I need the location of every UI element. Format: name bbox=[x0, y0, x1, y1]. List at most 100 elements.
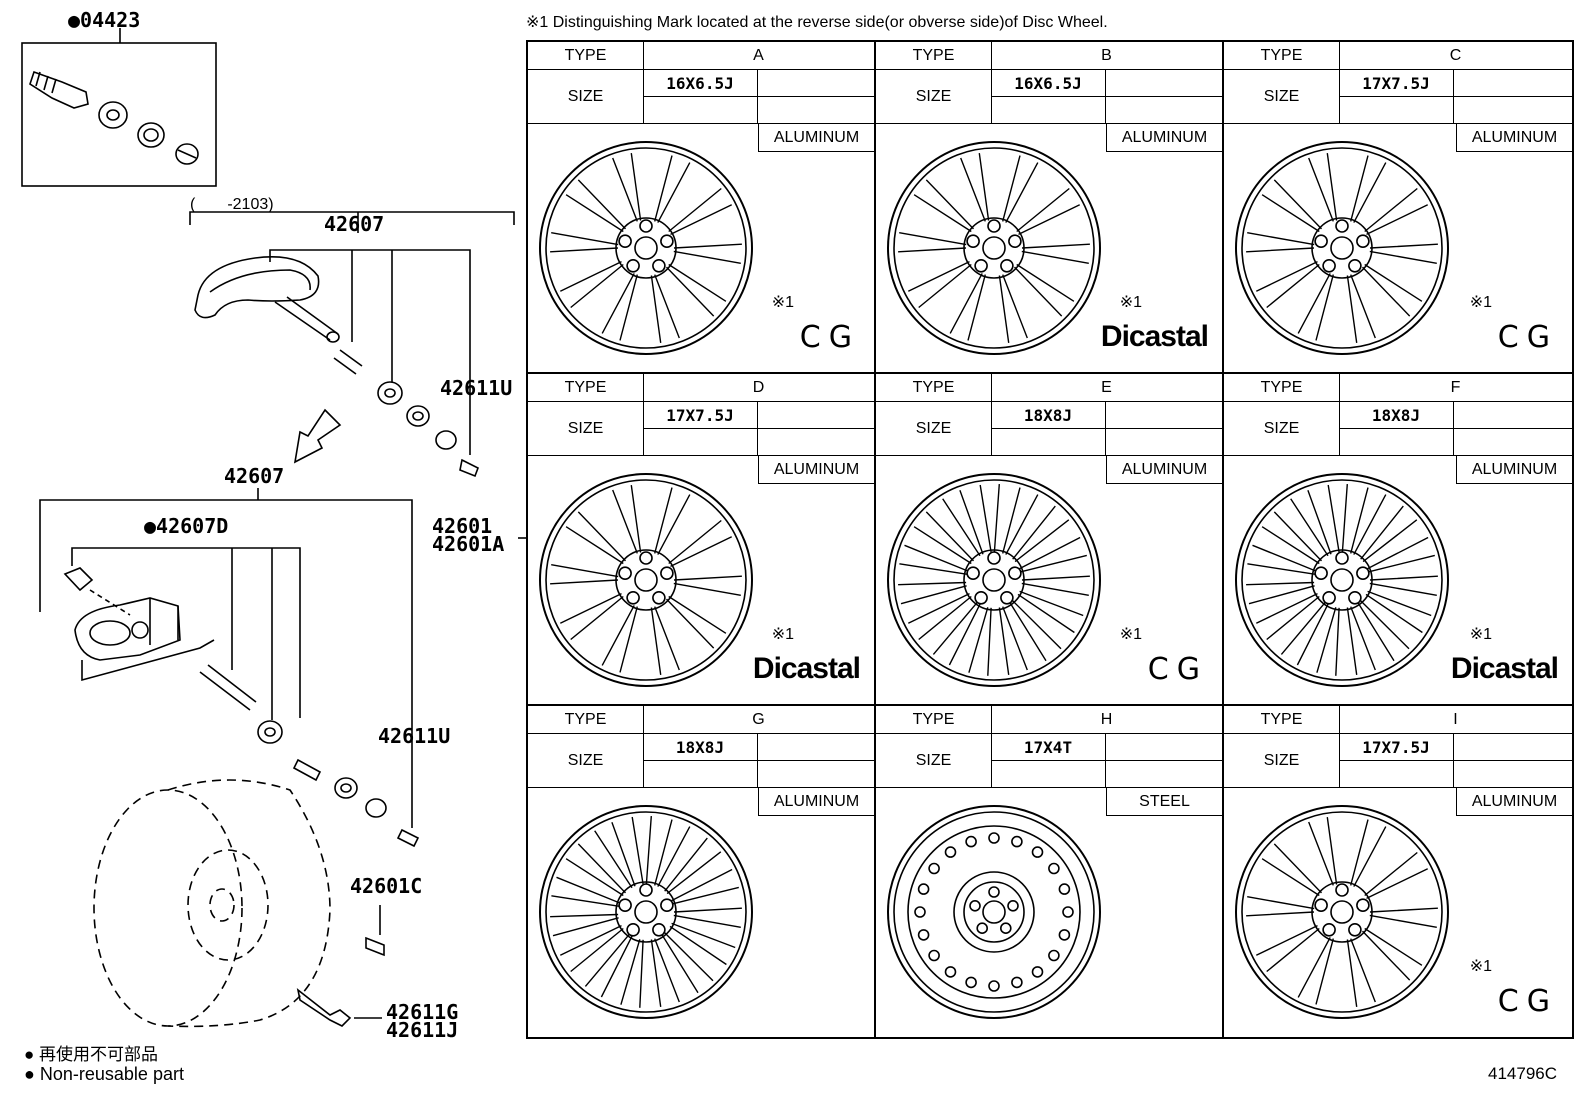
size-blank bbox=[991, 97, 1106, 124]
alloy-wheel-icon bbox=[887, 473, 1101, 687]
type-value: D bbox=[752, 378, 765, 396]
part-42611u-bottom-label: 42611U bbox=[378, 724, 451, 748]
type-value: B bbox=[1101, 46, 1112, 64]
part-42601-label: 42601 bbox=[432, 514, 493, 538]
tpms-sensor-top-icon bbox=[194, 256, 480, 478]
brand-mark: CG bbox=[1497, 984, 1558, 1019]
type-value: G bbox=[752, 710, 765, 728]
distinguishing-mark: ※1 bbox=[771, 626, 794, 643]
tpms-exploded-drawing bbox=[21, 28, 526, 1028]
material-value: ALUMINUM bbox=[1456, 124, 1572, 152]
material-value: ALUMINUM bbox=[1456, 788, 1572, 816]
distinguishing-mark: ※1 bbox=[1469, 626, 1492, 643]
part-42611u-top-label: 42611U bbox=[440, 376, 513, 400]
arrow-down-icon bbox=[293, 408, 342, 464]
alloy-wheel-icon bbox=[539, 473, 753, 687]
material-value: ALUMINUM bbox=[1106, 456, 1222, 484]
size-label: SIZE bbox=[1224, 70, 1340, 123]
type-label: TYPE bbox=[876, 374, 992, 401]
material-value: ALUMINUM bbox=[758, 788, 874, 816]
size-blank bbox=[758, 70, 874, 97]
distinguishing-mark: ※1 bbox=[771, 294, 794, 311]
size-value: 17X7.5J bbox=[643, 402, 758, 429]
size-value: 18X8J bbox=[643, 734, 758, 761]
type-value: E bbox=[1101, 378, 1112, 396]
distinguishing-mark-note: ※1 Distinguishing Mark located at the re… bbox=[526, 14, 1108, 31]
part-42607-bottom-label: 42607 bbox=[224, 464, 285, 488]
type-value: A bbox=[753, 46, 764, 64]
material-value: STEEL bbox=[1106, 788, 1222, 816]
valve-cap-icon bbox=[365, 936, 385, 957]
alloy-wheel-icon bbox=[1235, 473, 1449, 687]
size-blank bbox=[1339, 429, 1454, 456]
size-blank bbox=[991, 429, 1106, 456]
type-label: TYPE bbox=[1224, 42, 1340, 69]
type-label: TYPE bbox=[876, 706, 992, 733]
type-row: TYPE E bbox=[876, 374, 1222, 402]
size-blank bbox=[758, 734, 874, 761]
size-blank bbox=[1339, 761, 1454, 788]
size-blank bbox=[643, 761, 758, 788]
material-value: ALUMINUM bbox=[1106, 124, 1222, 152]
size-value: 18X8J bbox=[991, 402, 1106, 429]
washer-icon bbox=[137, 122, 165, 148]
alloy-wheel-icon bbox=[1235, 141, 1449, 355]
tire-icon bbox=[93, 779, 331, 1028]
size-blank bbox=[1454, 70, 1572, 97]
brand-mark: CG bbox=[799, 320, 860, 355]
part-42607d-label: ●42607D bbox=[144, 514, 229, 538]
size-blank bbox=[1106, 70, 1222, 97]
type-row: TYPE G bbox=[528, 706, 874, 734]
legend-en: ● Non-reusable part bbox=[24, 1064, 184, 1084]
tpms-sensor-bottom-icon bbox=[63, 567, 420, 848]
brand-mark: CG bbox=[1147, 652, 1208, 687]
date-range-label: ( -2103) bbox=[190, 196, 274, 213]
alloy-wheel-icon bbox=[1235, 805, 1449, 1019]
type-label: TYPE bbox=[1224, 706, 1340, 733]
type-label: TYPE bbox=[876, 42, 992, 69]
size-label: SIZE bbox=[1224, 734, 1340, 787]
size-label: SIZE bbox=[876, 734, 992, 787]
brand-mark: CG bbox=[1497, 320, 1558, 355]
size-blank bbox=[1454, 402, 1572, 429]
brand-mark: Dicastal bbox=[1100, 320, 1209, 353]
size-blank bbox=[758, 402, 874, 429]
size-label: SIZE bbox=[528, 70, 644, 123]
type-value: H bbox=[1100, 710, 1113, 728]
size-blank bbox=[643, 429, 758, 456]
size-blank bbox=[1454, 734, 1572, 761]
part-42611g-label: 42611G bbox=[386, 1000, 459, 1024]
part-04423-label: ●04423 bbox=[68, 8, 141, 32]
size-blank bbox=[1339, 97, 1454, 124]
nut-icon bbox=[175, 143, 199, 165]
valve-stem-icon bbox=[296, 988, 352, 1027]
grommet-icon bbox=[98, 101, 128, 129]
material-value: ALUMINUM bbox=[758, 456, 874, 484]
alloy-wheel-icon bbox=[539, 141, 753, 355]
distinguishing-mark: ※1 bbox=[1119, 294, 1142, 311]
type-label: TYPE bbox=[528, 706, 644, 733]
size-label: SIZE bbox=[876, 70, 992, 123]
part-42607-top-label: 42607 bbox=[324, 212, 385, 236]
valve-stem-icon bbox=[29, 70, 89, 109]
alloy-wheel-icon bbox=[539, 805, 753, 1019]
size-label: SIZE bbox=[876, 402, 992, 455]
